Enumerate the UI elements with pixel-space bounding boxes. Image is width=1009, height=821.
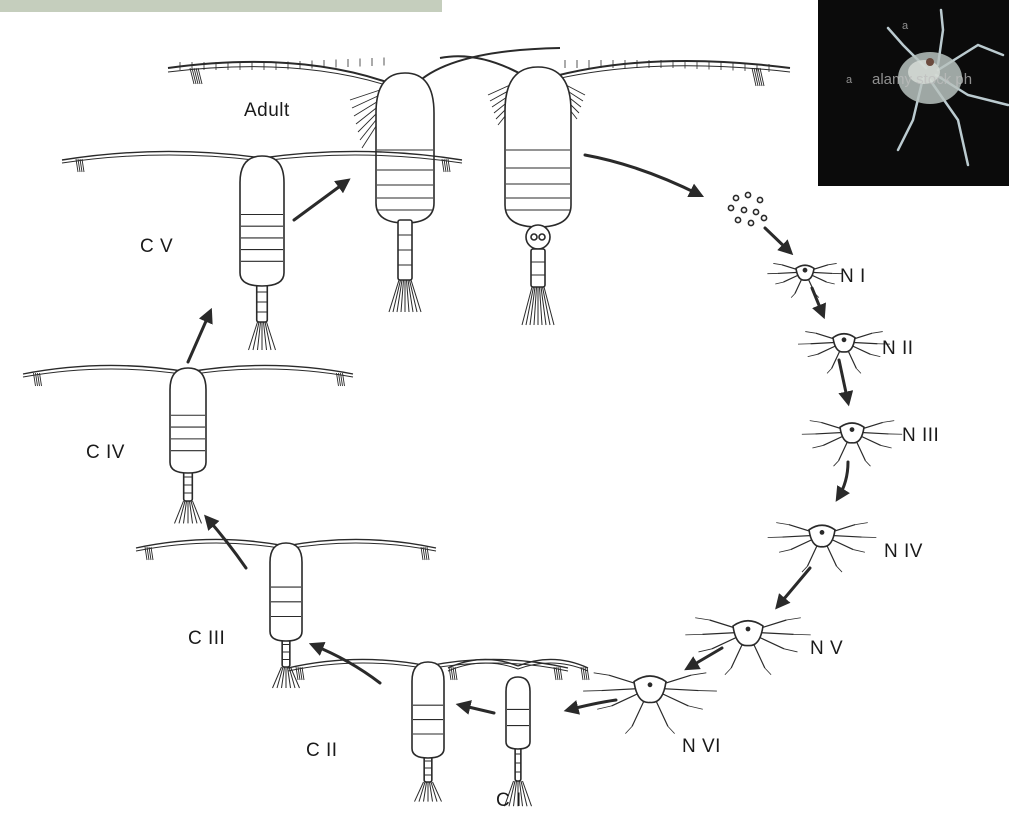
eggs [728, 192, 766, 225]
arrow-civ-to-cv [188, 312, 210, 362]
nauplius-photo: alamy stock ph a a [818, 0, 1009, 186]
arrow-ni-to-nii [812, 288, 823, 315]
label-nii: N II [882, 338, 914, 360]
arrow-ci-to-cii [460, 705, 494, 713]
watermark-mark: a [902, 20, 908, 32]
label-niv: N IV [884, 541, 923, 563]
arrow-adult-to-eggs [585, 155, 700, 195]
adult-male [168, 48, 560, 312]
nauplius-niii [802, 421, 902, 467]
arrow-cv-to-adult [294, 181, 347, 220]
nauplius-ni [767, 263, 842, 297]
watermark-mark-2: a [846, 74, 852, 86]
watermark-text: alamy stock ph [872, 71, 972, 88]
arrow-nvi-to-ci [568, 700, 616, 710]
arrow-niii-to-niv [838, 462, 848, 498]
arrow-cii-to-ciii [313, 645, 380, 683]
copepodite-ciii [136, 539, 436, 688]
label-niii: N III [902, 425, 939, 447]
arrow-eggs-to-ni [765, 228, 790, 252]
nauplius-nv [685, 618, 810, 675]
adult-female [440, 56, 790, 325]
label-nv: N V [810, 638, 843, 660]
nauplius-nii [798, 332, 890, 374]
label-ciii: C III [188, 628, 225, 650]
label-civ: C IV [86, 442, 125, 464]
copepodite-civ [23, 365, 353, 523]
label-nvi: N VI [682, 736, 721, 758]
arrow-niv-to-nv [778, 568, 810, 606]
label-adult: Adult [244, 100, 290, 122]
arrow-nv-to-nvi [688, 648, 722, 668]
label-cv: C V [140, 236, 173, 258]
nauplius-niv [768, 523, 877, 572]
organisms [23, 48, 902, 806]
label-ni: N I [840, 266, 866, 288]
label-ci: C I [496, 790, 522, 812]
arrow-nii-to-niii [839, 360, 848, 402]
label-cii: C II [306, 740, 338, 762]
copepodite-ci [448, 659, 589, 806]
